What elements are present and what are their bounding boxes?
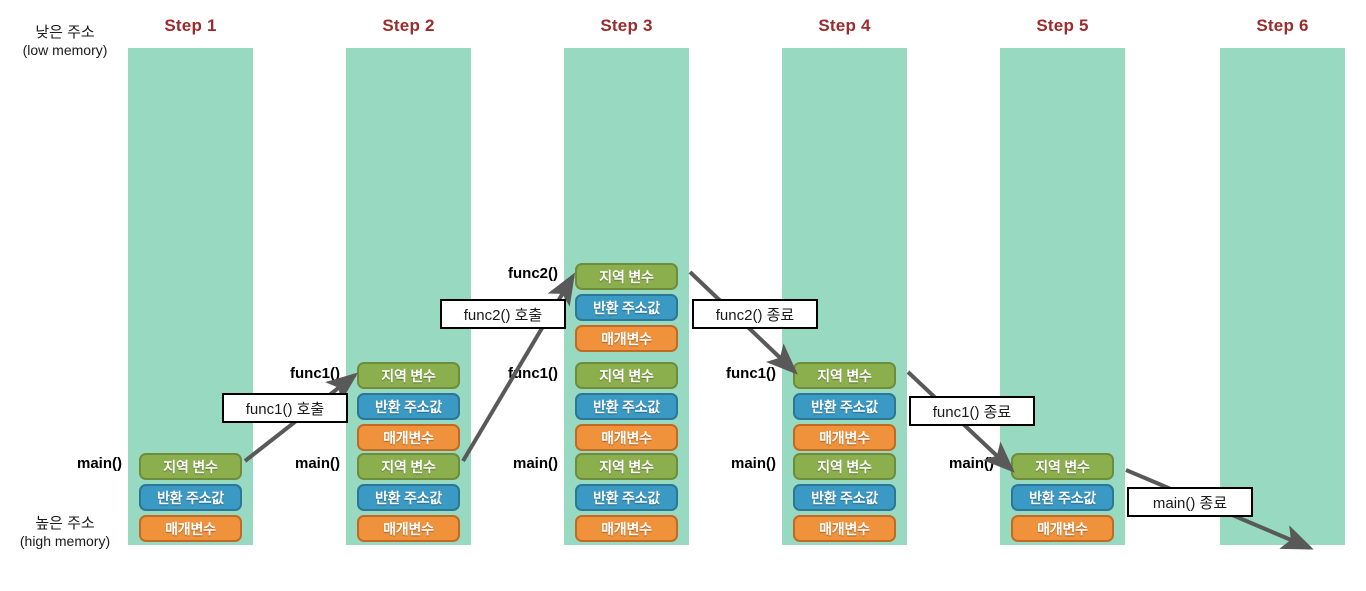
slot-step2-main-param: 매개변수 <box>357 515 460 542</box>
slot-step1-main-retval: 반환 주소값 <box>139 484 242 511</box>
slot-step3-func1-retval: 반환 주소값 <box>575 393 678 420</box>
slot-step3-func2-param: 매개변수 <box>575 325 678 352</box>
slot-step5-main-retval: 반환 주소값 <box>1011 484 1114 511</box>
step-title-1: Step 1 <box>164 16 217 35</box>
slot-step2-main-retval: 반환 주소값 <box>357 484 460 511</box>
step-title-2: Step 2 <box>382 16 435 35</box>
slot-step3-main-local: 지역 변수 <box>575 453 678 480</box>
memory-column-step-6 <box>1220 48 1345 545</box>
callout-call-func2: func2() 호출 <box>440 299 566 329</box>
slot-step4-func1-retval: 반환 주소값 <box>793 393 896 420</box>
low-memory-label: 낮은 주소 (low memory) <box>6 24 124 59</box>
low-memory-label-en: (low memory) <box>22 42 108 58</box>
high-memory-label: 높은 주소 (high memory) <box>6 515 124 550</box>
slot-step2-func1-param: 매개변수 <box>357 424 460 451</box>
slot-step3-func2-retval: 반환 주소값 <box>575 294 678 321</box>
slot-step1-main-local: 지역 변수 <box>139 453 242 480</box>
slot-step4-func1-local: 지역 변수 <box>793 362 896 389</box>
slot-step2-func1-local: 지역 변수 <box>357 362 460 389</box>
slot-step4-main-retval: 반환 주소값 <box>793 484 896 511</box>
high-memory-label-en: (high memory) <box>19 533 111 549</box>
slot-step3-func1-local: 지역 변수 <box>575 362 678 389</box>
slot-step3-main-retval: 반환 주소값 <box>575 484 678 511</box>
slot-step1-main-param: 매개변수 <box>139 515 242 542</box>
fn-label-step3-func1: func1() <box>508 365 558 382</box>
fn-label-step3-func2: func2() <box>508 265 558 282</box>
slot-step2-func1-retval: 반환 주소값 <box>357 393 460 420</box>
slot-step4-main-local: 지역 변수 <box>793 453 896 480</box>
fn-label-step3-main: main() <box>513 455 558 472</box>
slot-step5-main-param: 매개변수 <box>1011 515 1114 542</box>
callout-call-func1: func1() 호출 <box>222 393 348 423</box>
low-memory-label-ko: 낮은 주소 <box>35 24 95 41</box>
slot-step5-main-local: 지역 변수 <box>1011 453 1114 480</box>
step-title-5: Step 5 <box>1036 16 1089 35</box>
fn-label-step4-main: main() <box>731 455 776 472</box>
slot-step3-main-param: 매개변수 <box>575 515 678 542</box>
fn-label-step5-main: main() <box>949 455 994 472</box>
fn-label-step1-main: main() <box>77 455 122 472</box>
slot-step3-func1-param: 매개변수 <box>575 424 678 451</box>
step-title-4: Step 4 <box>818 16 871 35</box>
slot-step3-func2-local: 지역 변수 <box>575 263 678 290</box>
callout-end-func2: func2() 종료 <box>692 299 818 329</box>
step-title-6: Step 6 <box>1256 16 1309 35</box>
fn-label-step4-func1: func1() <box>726 365 776 382</box>
fn-label-step2-func1: func1() <box>290 365 340 382</box>
fn-label-step2-main: main() <box>295 455 340 472</box>
slot-step4-main-param: 매개변수 <box>793 515 896 542</box>
callout-end-func1: func1() 종료 <box>909 396 1035 426</box>
slot-step4-func1-param: 매개변수 <box>793 424 896 451</box>
slot-step2-main-local: 지역 변수 <box>357 453 460 480</box>
step-title-3: Step 3 <box>600 16 653 35</box>
callout-end-main: main() 종료 <box>1127 487 1253 517</box>
high-memory-label-ko: 높은 주소 <box>35 515 95 532</box>
